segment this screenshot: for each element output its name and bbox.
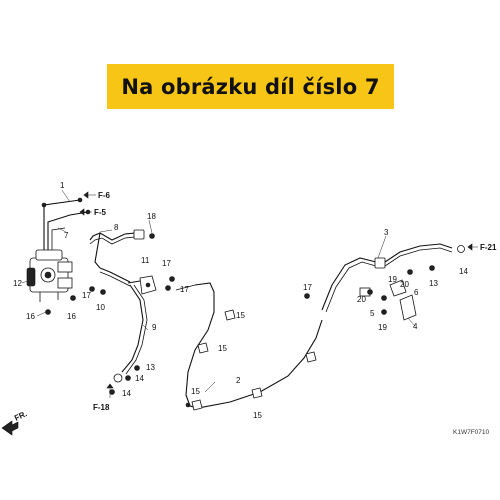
callout-15d: 15 (253, 411, 262, 420)
diagram-code: K1W7F0710 (453, 429, 490, 436)
callout-14c: 14 (459, 267, 468, 276)
callout-5: 5 (370, 309, 375, 318)
banner-text: Na obrázku díl číslo 7 (121, 74, 380, 99)
callout-20b: 20 (357, 295, 366, 304)
callout-13: 13 (146, 363, 155, 372)
leader-lines (21, 189, 416, 393)
callout-16a: 16 (26, 312, 35, 321)
callout-4: 4 (413, 322, 418, 331)
callout-labels: 1 7 8 18 12 16 16 17 10 11 17 17 9 13 14… (13, 181, 468, 420)
callout-12: 12 (13, 279, 22, 288)
callout-13b: 13 (429, 279, 438, 288)
fr-label: FR. (13, 409, 28, 423)
part-number-banner: Na obrázku díl číslo 7 (107, 64, 394, 109)
callout-15a: 15 (236, 311, 245, 320)
callout-20a: 20 (400, 280, 409, 289)
hose-8 (89, 229, 145, 269)
callout-17a: 17 (82, 291, 91, 300)
callout-15b: 15 (218, 344, 227, 353)
callout-17c: 17 (180, 285, 189, 294)
hose-9 (99, 267, 148, 383)
callout-19a: 19 (388, 275, 397, 284)
ref-f5: F-5 (94, 208, 107, 217)
callout-8: 8 (114, 223, 119, 232)
callout-10: 10 (96, 303, 105, 312)
bracket-4 (359, 265, 435, 321)
callout-18: 18 (147, 212, 156, 221)
callout-14a: 14 (135, 374, 144, 383)
callout-15c: 15 (191, 387, 200, 396)
pipe-2 (175, 282, 323, 409)
abs-modulator (26, 249, 73, 302)
front-direction-arrow: FR. (1, 409, 29, 436)
callout-6: 6 (414, 288, 419, 297)
callout-2: 2 (236, 376, 241, 385)
callout-9: 9 (152, 323, 157, 332)
callout-1: 1 (60, 181, 65, 190)
hose-3 (321, 243, 465, 313)
callout-14b: 14 (122, 389, 131, 398)
abs-pipes (41, 197, 91, 250)
ref-f21: F-21 (480, 243, 497, 252)
callout-19b: 19 (378, 323, 387, 332)
bolts (45, 233, 373, 395)
callout-11: 11 (141, 256, 150, 265)
callout-16b: 16 (67, 312, 76, 321)
callout-3: 3 (384, 228, 389, 237)
ref-f6: F-6 (98, 191, 111, 200)
callout-17b: 17 (162, 259, 171, 268)
bracket-11 (127, 275, 157, 295)
callout-17d: 17 (303, 283, 312, 292)
callout-7: 7 (64, 231, 69, 240)
clips (191, 309, 317, 411)
reference-arrows: F-6 F-5 F-21 F-18 (79, 191, 497, 412)
ref-f18: F-18 (93, 403, 110, 412)
